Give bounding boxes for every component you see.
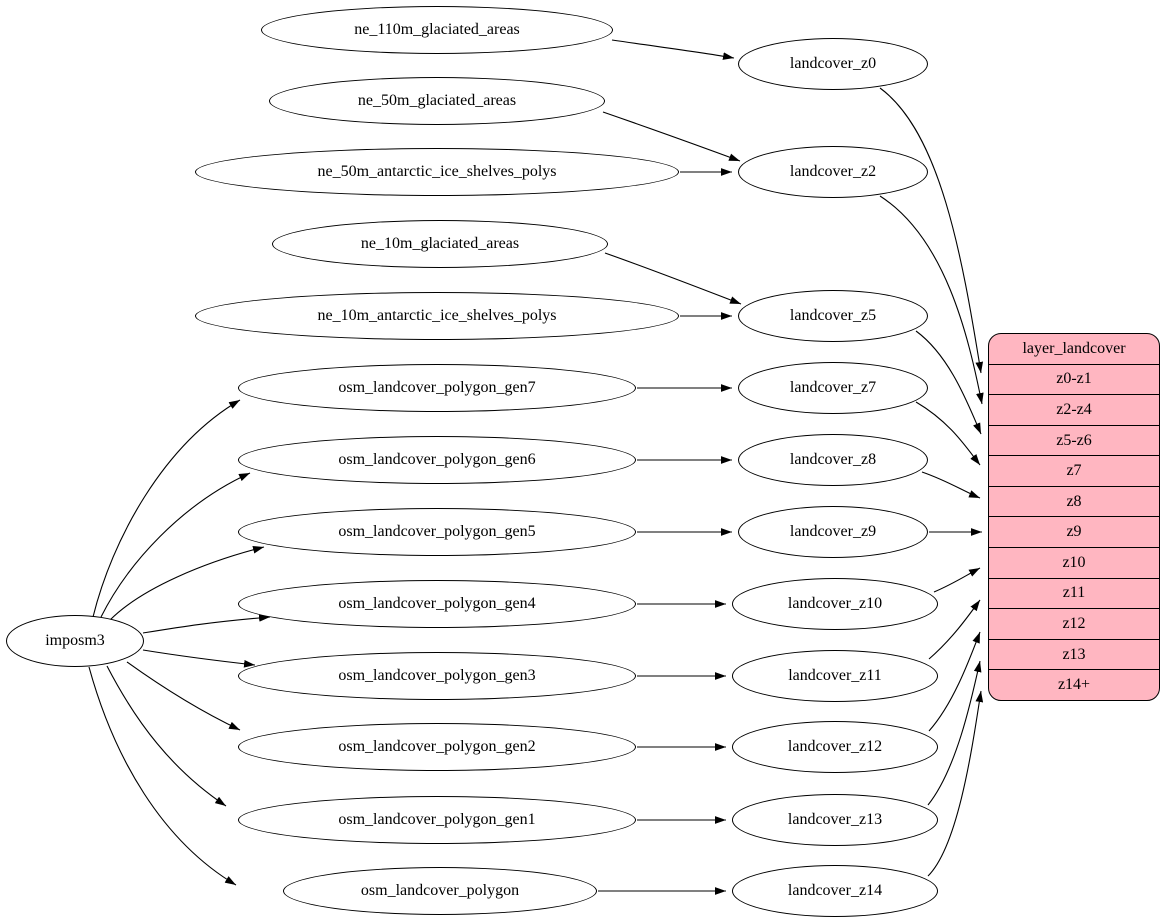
node-landcover-z5: landcover_z5 [738, 290, 928, 342]
edge-imposm3-gen4 [142, 614, 271, 634]
node-ne-50m-antarctic-ice-shelves-polys: ne_50m_antarctic_ice_shelves_polys [195, 148, 679, 196]
edge-z12-row [928, 631, 981, 732]
record-title: layer_landcover [1022, 339, 1126, 357]
node-landcover-z11: landcover_z11 [732, 650, 938, 702]
edge-z7-row [915, 401, 981, 466]
node-osm-landcover-polygon: osm_landcover_polygon [283, 867, 597, 915]
edge-imposm3-gen5 [109, 545, 265, 621]
node-landcover-z8: landcover_z8 [738, 434, 928, 486]
record-row-z13: z13 [989, 638, 1159, 670]
node-landcover-z12: landcover_z12 [732, 721, 938, 773]
edge-z8-row [921, 471, 981, 499]
record-row-z11: z11 [989, 577, 1159, 609]
edge-imposm3-gen1 [106, 665, 227, 807]
node-landcover-z13: landcover_z13 [732, 794, 938, 846]
edge-z14-row [927, 690, 984, 877]
edge-ne10mglac-z5 [604, 252, 742, 305]
node-osm-landcover-polygon-gen1: osm_landcover_polygon_gen1 [238, 796, 636, 844]
node-ne-10m-antarctic-ice-shelves-polys: ne_10m_antarctic_ice_shelves_polys [195, 292, 679, 340]
record-row-z12: z12 [989, 608, 1159, 639]
edge-imposm3-gen7 [92, 399, 241, 618]
node-osm-landcover-polygon-gen6: osm_landcover_polygon_gen6 [238, 436, 636, 484]
node-ne-50m-glaciated-areas: ne_50m_glaciated_areas [269, 77, 605, 125]
edge-z0-row [879, 87, 984, 374]
edge-z13-row [927, 660, 982, 806]
node-osm-landcover-polygon-gen7: osm_landcover_polygon_gen7 [238, 364, 636, 412]
edge-imposm3-gen6 [100, 472, 251, 618]
node-imposm3: imposm3 [6, 615, 144, 667]
node-ne-110m-glaciated-areas: ne_110m_glaciated_areas [261, 6, 613, 54]
record-row-z9: z9 [989, 516, 1159, 547]
record-row-z10: z10 [989, 547, 1159, 578]
edge-ne110m-z0 [611, 39, 735, 60]
record-row-z2-z4: z2-z4 [989, 394, 1159, 425]
edge-ne50mglac-z2 [602, 111, 741, 162]
edge-z5-row [915, 330, 982, 435]
record-layer-landcover: layer_landcover z0-z1 z2-z4 z5-z6 z7 z8 … [988, 333, 1160, 701]
node-landcover-z10: landcover_z10 [732, 578, 938, 630]
record-row-z7: z7 [989, 455, 1159, 486]
record-row-z5-z6: z5-z6 [989, 424, 1159, 456]
record-row-z8: z8 [989, 485, 1159, 517]
node-osm-landcover-polygon-gen2: osm_landcover_polygon_gen2 [238, 723, 636, 771]
node-ne-10m-glaciated-areas: ne_10m_glaciated_areas [272, 220, 608, 268]
edge-imposm3-gen3 [142, 649, 256, 668]
node-landcover-z2: landcover_z2 [738, 146, 928, 198]
record-row-z0-z1: z0-z1 [989, 363, 1159, 395]
edge-imposm3-gen2 [126, 661, 241, 731]
node-landcover-z14: landcover_z14 [732, 865, 938, 917]
edge-imposm3-polygon [88, 666, 237, 886]
record-row-z14plus: z14+ [989, 669, 1159, 700]
node-landcover-z9: landcover_z9 [738, 506, 928, 558]
node-osm-landcover-polygon-gen4: osm_landcover_polygon_gen4 [238, 580, 636, 628]
edge-z2-row [879, 195, 984, 405]
node-landcover-z7: landcover_z7 [738, 362, 928, 414]
node-osm-landcover-polygon-gen3: osm_landcover_polygon_gen3 [238, 652, 636, 700]
edge-z10-row [933, 567, 981, 593]
node-landcover-z0: landcover_z0 [738, 38, 928, 90]
edge-z11-row [928, 599, 981, 660]
node-osm-landcover-polygon-gen5: osm_landcover_polygon_gen5 [238, 508, 636, 556]
